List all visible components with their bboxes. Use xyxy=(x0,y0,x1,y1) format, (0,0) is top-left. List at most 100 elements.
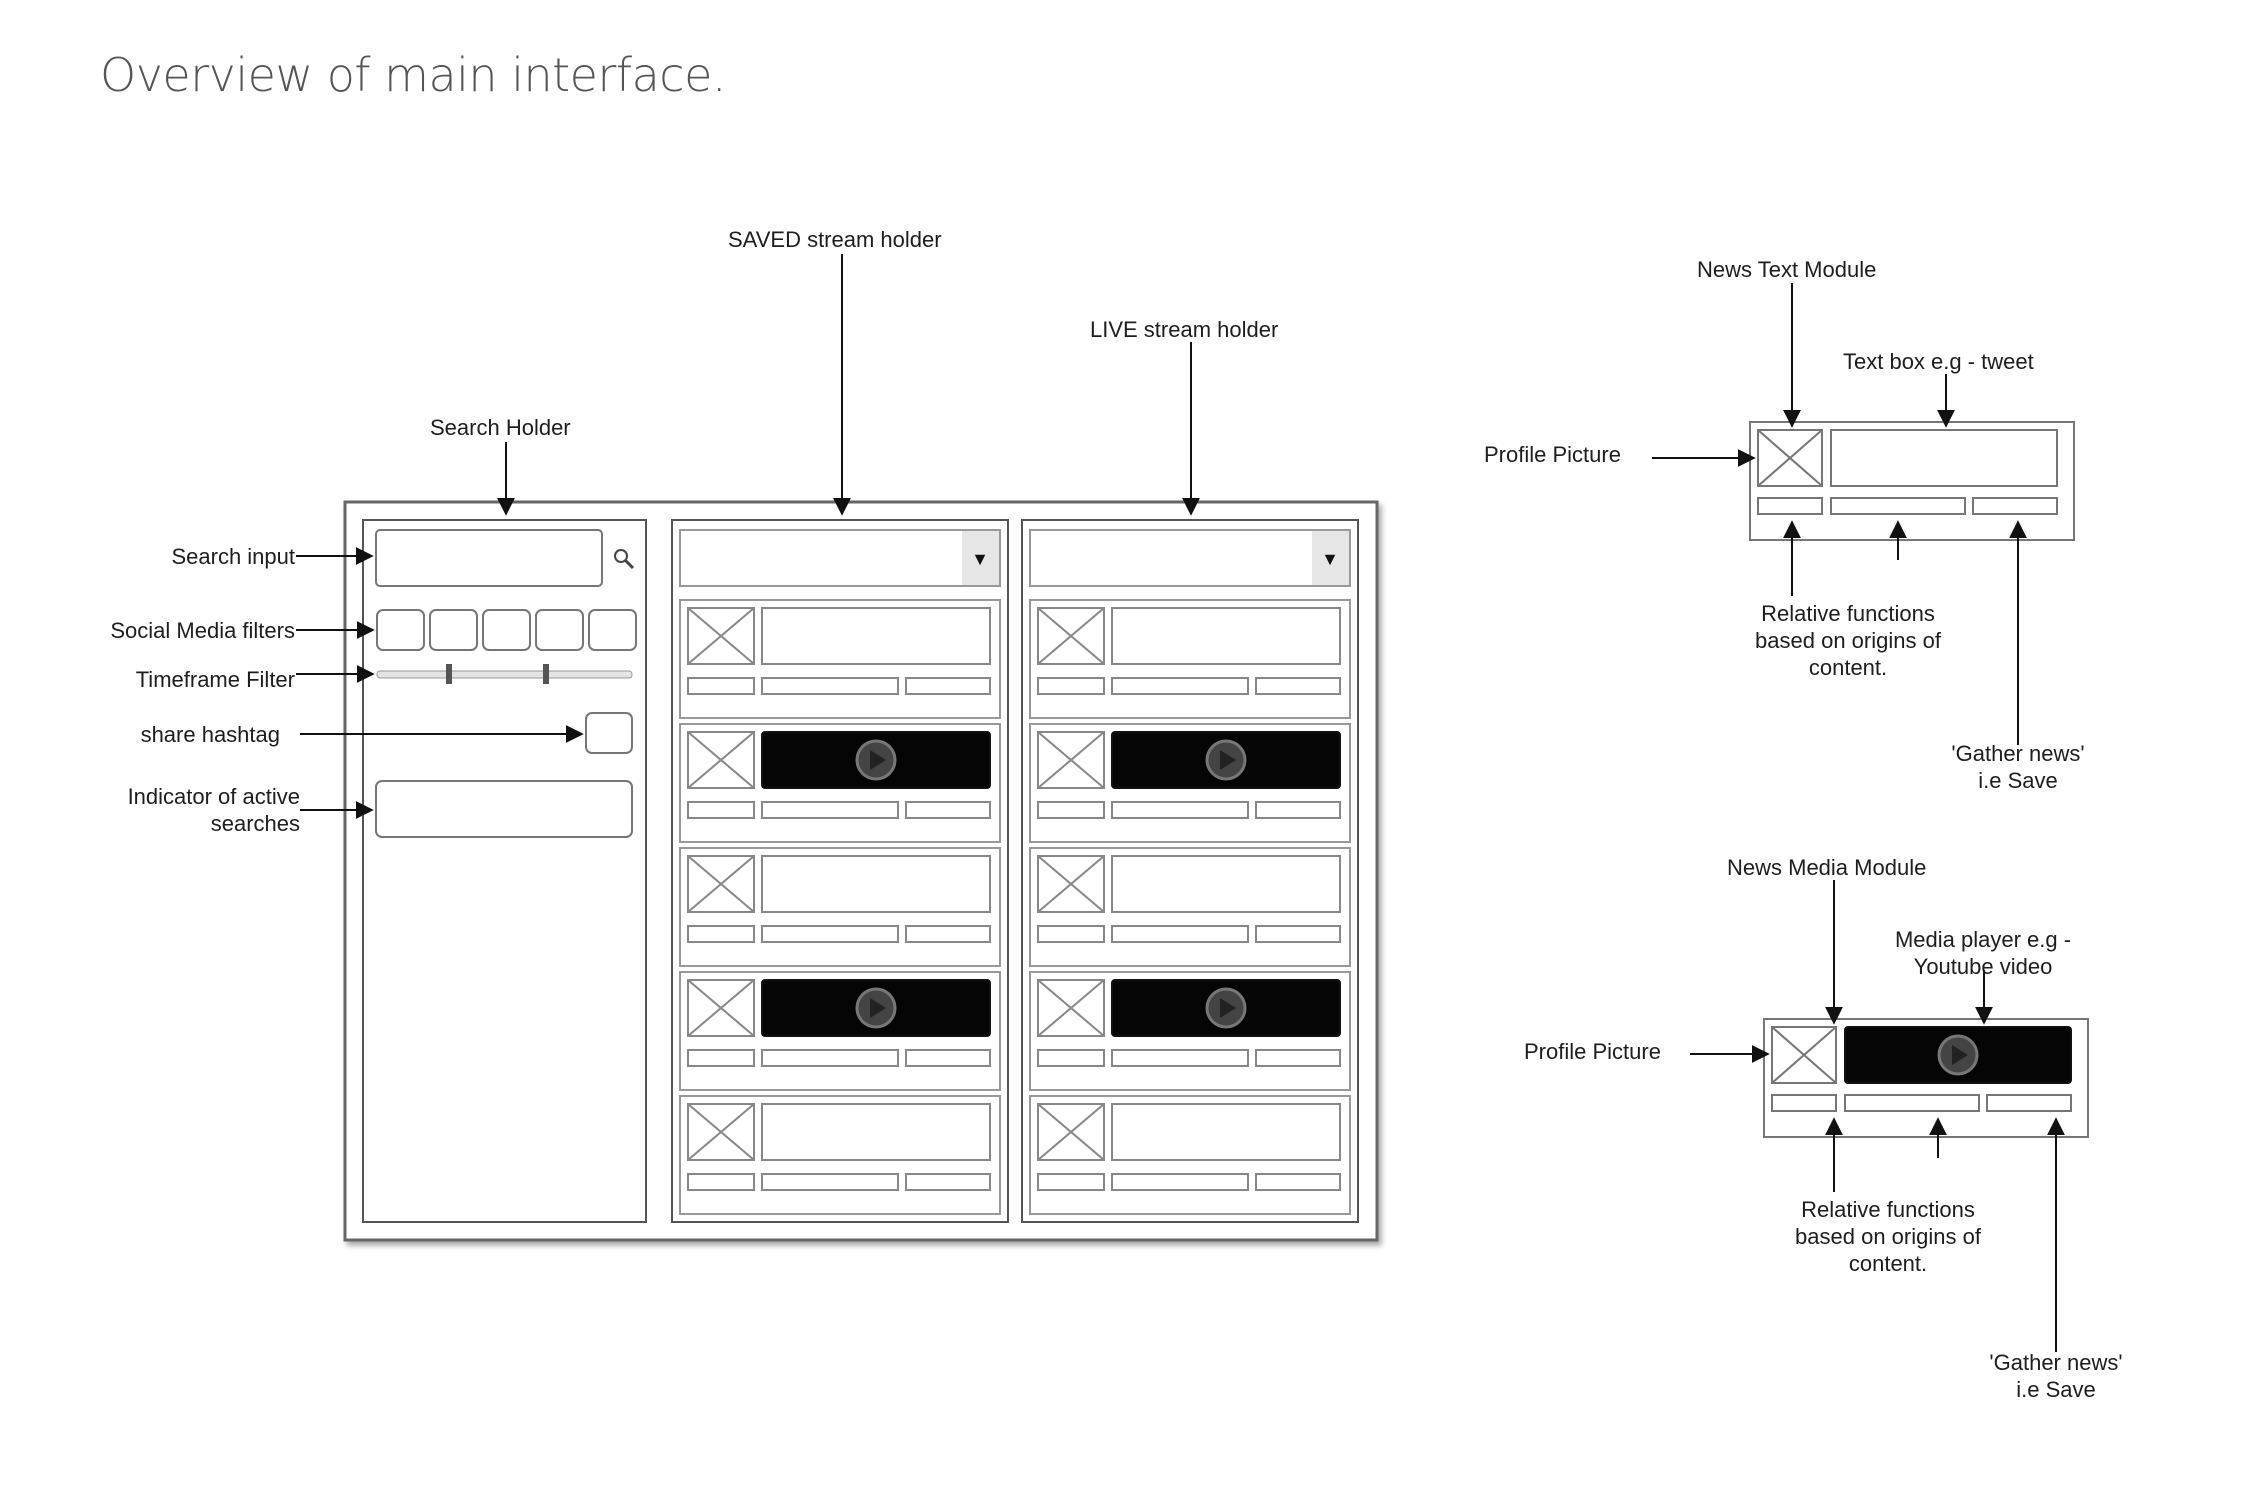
function-button[interactable] xyxy=(687,801,755,819)
play-icon[interactable] xyxy=(855,739,897,781)
image-placeholder-icon xyxy=(1037,855,1105,913)
label-search-input: Search input xyxy=(171,544,295,569)
media-post-card xyxy=(1029,723,1351,843)
function-button[interactable] xyxy=(687,1049,755,1067)
text-box xyxy=(761,1103,991,1161)
label-news-text-module: News Text Module xyxy=(1697,257,1877,282)
gather-news-button[interactable] xyxy=(905,801,991,819)
gather-news-button[interactable] xyxy=(905,1049,991,1067)
text-post-card xyxy=(679,847,1001,967)
label-profile-picture: Profile Picture xyxy=(1484,442,1621,467)
function-button[interactable] xyxy=(1037,1049,1105,1067)
stream-dropdown[interactable]: ▼ xyxy=(1029,529,1351,587)
slider-handle[interactable] xyxy=(543,664,549,684)
function-button[interactable] xyxy=(1037,677,1105,695)
function-button[interactable] xyxy=(761,801,899,819)
function-button[interactable] xyxy=(1111,1049,1249,1067)
gather-news-button[interactable] xyxy=(1255,1173,1341,1191)
slider-handle[interactable] xyxy=(446,664,452,684)
text-post-card xyxy=(679,599,1001,719)
function-button[interactable] xyxy=(687,925,755,943)
social-filter-button[interactable] xyxy=(535,609,584,651)
function-button[interactable] xyxy=(761,677,899,695)
slider-track xyxy=(376,670,633,679)
function-button[interactable] xyxy=(1111,1173,1249,1191)
search-icon[interactable] xyxy=(614,549,635,570)
text-box xyxy=(1111,1103,1341,1161)
gather-news-button[interactable] xyxy=(1255,925,1341,943)
media-player[interactable] xyxy=(761,979,991,1037)
media-player[interactable] xyxy=(761,731,991,789)
function-button[interactable] xyxy=(1757,497,1823,515)
gather-news-button[interactable] xyxy=(1255,1049,1341,1067)
function-button[interactable] xyxy=(1830,497,1966,515)
function-button[interactable] xyxy=(687,677,755,695)
stream-dropdown[interactable]: ▼ xyxy=(679,529,1001,587)
share-hashtag-button[interactable] xyxy=(585,712,633,754)
media-post-card xyxy=(679,971,1001,1091)
media-player[interactable] xyxy=(1844,1026,2072,1084)
function-button[interactable] xyxy=(1844,1094,1980,1112)
annotation-arrows xyxy=(296,254,2065,1352)
saved-stream-holder: ▼ xyxy=(671,519,1009,1223)
function-button[interactable] xyxy=(1037,1173,1105,1191)
label-relative-functions: Relative functions based on origins of c… xyxy=(1755,601,1941,680)
text-post-card xyxy=(679,1095,1001,1215)
gather-news-button[interactable] xyxy=(905,925,991,943)
social-filter-button[interactable] xyxy=(429,609,478,651)
function-button[interactable] xyxy=(1111,677,1249,695)
gather-news-button[interactable] xyxy=(905,1173,991,1191)
play-icon[interactable] xyxy=(1205,739,1247,781)
label-timeframe-filter: Timeframe Filter xyxy=(135,667,295,692)
dropdown-caret-icon[interactable]: ▼ xyxy=(1321,549,1339,569)
social-media-filters xyxy=(376,609,637,651)
live-stream-holder: ▼ xyxy=(1021,519,1359,1223)
function-button[interactable] xyxy=(761,1049,899,1067)
function-button[interactable] xyxy=(687,1173,755,1191)
function-button[interactable] xyxy=(1037,801,1105,819)
function-button[interactable] xyxy=(1037,925,1105,943)
social-filter-button[interactable] xyxy=(482,609,531,651)
media-post-card xyxy=(679,723,1001,843)
function-button[interactable] xyxy=(761,1173,899,1191)
image-placeholder-icon xyxy=(687,855,755,913)
image-placeholder-icon xyxy=(687,979,755,1037)
image-placeholder-icon xyxy=(687,1103,755,1161)
label-media-player: Media player e.g - Youtube video xyxy=(1894,927,2072,979)
function-button[interactable] xyxy=(761,925,899,943)
gather-news-button[interactable] xyxy=(905,677,991,695)
text-post-card xyxy=(1029,847,1351,967)
function-button[interactable] xyxy=(1111,801,1249,819)
image-placeholder-icon xyxy=(687,607,755,665)
gather-news-button[interactable] xyxy=(1255,801,1341,819)
timeframe-filter-slider[interactable] xyxy=(376,664,633,684)
text-post-card xyxy=(1029,599,1351,719)
label-profile-picture-2: Profile Picture xyxy=(1524,1039,1661,1064)
media-player[interactable] xyxy=(1111,979,1341,1037)
dropdown-caret-icon[interactable]: ▼ xyxy=(971,549,989,569)
news-text-module xyxy=(1749,421,2075,541)
play-icon[interactable] xyxy=(1205,987,1247,1029)
gather-news-button[interactable] xyxy=(1986,1094,2072,1112)
function-button[interactable] xyxy=(1771,1094,1837,1112)
image-placeholder-icon xyxy=(1037,731,1105,789)
label-gather-news-2: 'Gather news' i.e Save xyxy=(1989,1350,2123,1402)
label-saved-stream-holder: SAVED stream holder xyxy=(728,227,942,252)
image-placeholder-icon xyxy=(687,731,755,789)
function-button[interactable] xyxy=(1111,925,1249,943)
search-input[interactable] xyxy=(375,529,603,587)
social-filter-button[interactable] xyxy=(588,609,637,651)
social-filter-button[interactable] xyxy=(376,609,425,651)
media-player[interactable] xyxy=(1111,731,1341,789)
gather-news-button[interactable] xyxy=(1972,497,2058,515)
text-box xyxy=(761,607,991,665)
play-icon[interactable] xyxy=(1937,1034,1979,1076)
gather-news-button[interactable] xyxy=(1255,677,1341,695)
label-relative-functions-2: Relative functions based on origins of c… xyxy=(1795,1197,1981,1276)
text-box xyxy=(1111,855,1341,913)
label-news-media-module: News Media Module xyxy=(1727,855,1927,880)
label-live-stream-holder: LIVE stream holder xyxy=(1090,317,1279,342)
play-icon[interactable] xyxy=(855,987,897,1029)
